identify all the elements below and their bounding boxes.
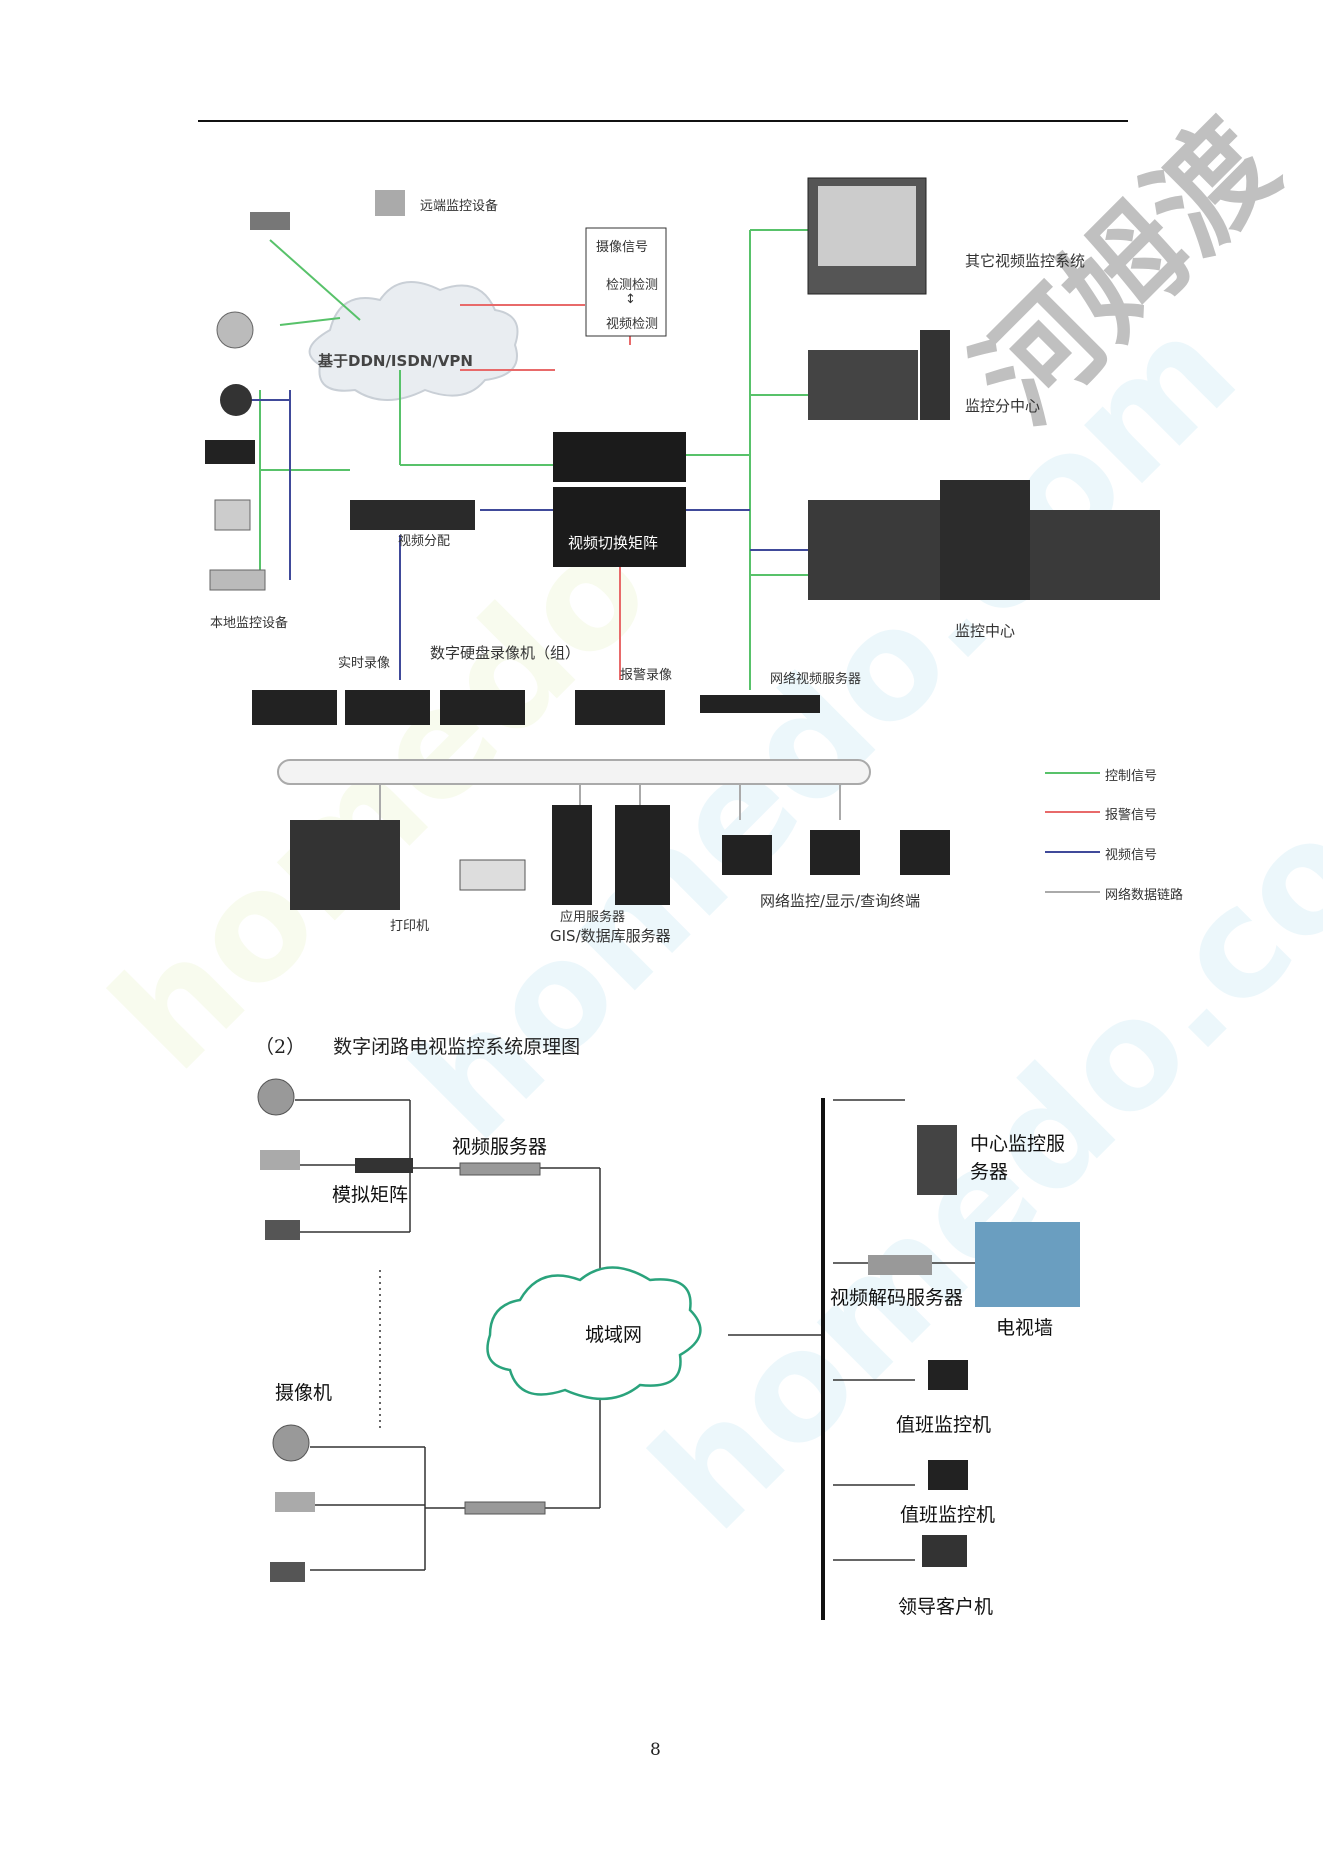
caption-title: 数字闭路电视监控系统原理图 <box>333 1036 581 1058</box>
other-video-label: 其它视频监控系统 <box>965 252 1086 270</box>
legend-alarm: 报警信号 <box>1105 808 1158 823</box>
page-number: 8 <box>650 1740 661 1760</box>
legend-video: 视频信号 <box>1105 848 1158 863</box>
equipment <box>205 177 1160 910</box>
legend-network: 网络数据链路 <box>1105 888 1184 903</box>
realtime-record-label: 实时录像 <box>338 656 391 671</box>
matrix-label: 视频切换矩阵 <box>568 534 659 552</box>
figure-caption: （2） 数字闭路电视监控系统原理图 <box>255 1032 608 1059</box>
duty-monitor-1-label: 值班监控机 <box>896 1414 992 1436</box>
main-center-label: 监控中心 <box>955 622 1016 640</box>
remote-monitor-label: 远端监控设备 <box>420 199 499 214</box>
sub-center-label: 监控分中心 <box>965 397 1041 415</box>
gis-server-label: GIS/数据库服务器 <box>550 927 671 945</box>
printer-label: 打印机 <box>390 919 430 934</box>
leader-client-label: 领导客户机 <box>898 1596 994 1618</box>
distributor-label: 视频分配 <box>398 534 451 549</box>
tv-wall-label: 电视墙 <box>996 1317 1054 1339</box>
camera-label: 摄像机 <box>275 1382 333 1404</box>
camera-signal-label: 摄像信号 <box>596 240 649 255</box>
net-terminal-label: 网络监控/显示/查询终端 <box>760 892 921 910</box>
video-server-label: 视频服务器 <box>452 1136 548 1158</box>
network-cloud <box>308 281 519 401</box>
caption-number: （2） <box>255 1036 306 1058</box>
dvr-group-label: 数字硬盘录像机（组） <box>430 644 581 662</box>
net-video-server-label: 网络视频服务器 <box>770 672 862 687</box>
video-detect-label: 视频检测 <box>606 317 659 332</box>
legend-control: 控制信号 <box>1105 769 1158 784</box>
alarm-record-label: 报警录像 <box>620 668 673 683</box>
local-monitor-label: 本地监控设备 <box>210 616 289 631</box>
arrow-glyph: ↕ <box>625 292 636 307</box>
wan-label: 城域网 <box>585 1324 643 1346</box>
central-server-label: 中心监控服务器 <box>970 1133 1066 1183</box>
diagram2-equipment <box>257 1078 1080 1582</box>
header-rule <box>198 120 1128 122</box>
decoder-label: 视频解码服务器 <box>830 1287 964 1309</box>
analog-matrix-label: 模拟矩阵 <box>332 1184 409 1206</box>
detect-image-label: 检测检测 <box>606 278 659 293</box>
network-label: 基于DDN/ISDN/VPN <box>318 352 473 370</box>
duty-monitor-2-label: 值班监控机 <box>900 1504 996 1526</box>
app-server-label: 应用服务器 <box>560 910 626 925</box>
